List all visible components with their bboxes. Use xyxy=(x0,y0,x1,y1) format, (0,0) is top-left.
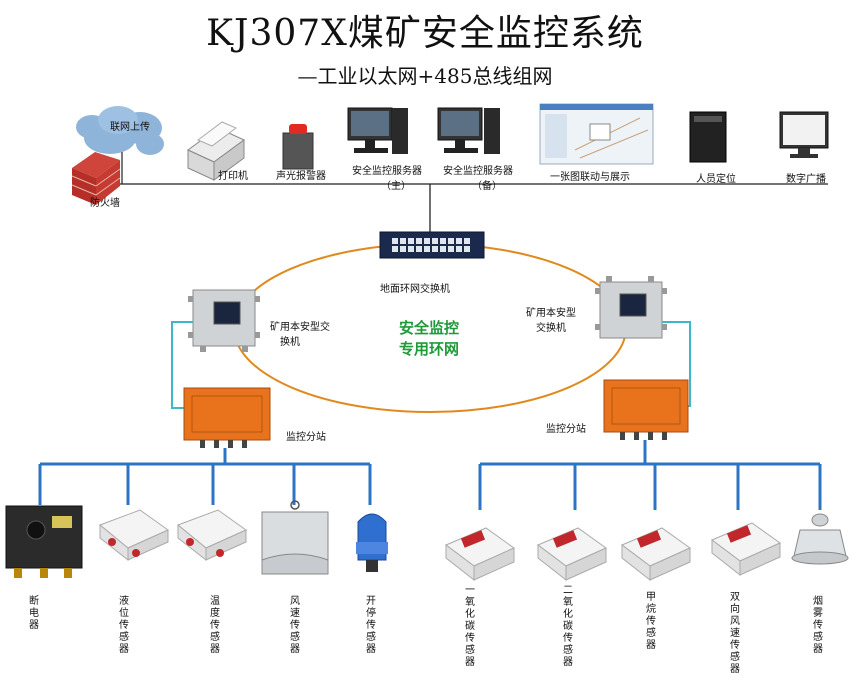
printer-label: 打印机 xyxy=(218,171,248,182)
sensor-label-co2: 二氧化碳传感器 xyxy=(563,585,573,668)
sensor-label-bidirectional-wind: 双向风速传感器 xyxy=(730,592,740,675)
breaker-icon xyxy=(5,505,83,578)
surface-switch-icon xyxy=(379,231,485,259)
cloud-icon xyxy=(76,106,164,155)
right-switch-label-line1: 矿用本安型 xyxy=(526,308,576,319)
right-ring-switch-icon xyxy=(595,276,667,339)
right-station-icon xyxy=(603,379,689,440)
sensor-label-level: 液位传感器 xyxy=(119,596,129,655)
smoke-sensor-icon xyxy=(791,513,849,565)
sensor-label-on-off: 开停传感器 xyxy=(366,596,376,655)
alarm-icon xyxy=(282,124,314,170)
display-label: 一张图联动与展示 xyxy=(550,172,630,183)
page-subtitle: —工业以太网+485总线组网 xyxy=(297,64,553,88)
alarm-label: 声光报警器 xyxy=(276,171,326,182)
bidirectional-wind-sensor-icon xyxy=(711,522,781,577)
firewall-icon xyxy=(71,152,121,205)
ring-network-label: 安全监控 专用环网 xyxy=(384,318,474,360)
page-title: KJ307X煤矿安全监控系统 xyxy=(206,13,644,54)
left-station-label: 监控分站 xyxy=(286,432,326,443)
broadcast-monitor-icon xyxy=(779,111,829,158)
left-switch-label-line2: 换机 xyxy=(280,337,300,348)
right-switch-label: 矿用本安型 交换机 xyxy=(526,304,576,334)
server-main-icon xyxy=(347,107,408,154)
co2-sensor-icon xyxy=(537,527,607,582)
server-main-label-line1: 安全监控服务器 xyxy=(352,166,422,177)
server-backup-label-line2: （备） xyxy=(472,181,502,192)
server-main-label-line2: （主） xyxy=(381,181,411,192)
wind-speed-sensor-icon xyxy=(261,500,329,575)
server-backup-icon xyxy=(437,107,500,154)
left-switch-label: 矿用本安型交 换机 xyxy=(270,318,330,348)
level-sensor-icon xyxy=(99,509,169,562)
methane-sensor-icon xyxy=(621,527,691,582)
co-sensor-icon xyxy=(445,527,515,582)
personnel-label: 人员定位 xyxy=(696,174,736,185)
server-main-label: 安全监控服务器 （主） xyxy=(352,162,422,192)
printer-icon xyxy=(187,121,245,181)
surface-switch-label: 地面环网交换机 xyxy=(380,284,450,295)
cloud-label: 联网上传 xyxy=(110,122,150,133)
personnel-server-icon xyxy=(689,111,727,163)
ring-network-label-line1: 安全监控 xyxy=(398,319,459,337)
sensor-label-temperature: 温度传感器 xyxy=(210,596,220,655)
server-backup-label-line1: 安全监控服务器 xyxy=(443,166,513,177)
left-station-icon xyxy=(183,387,271,448)
sensor-label-breaker: 断电器 xyxy=(29,596,39,631)
sensor-label-smoke: 烟雾传感器 xyxy=(813,596,823,655)
sensor-label-wind-speed: 风速传感器 xyxy=(290,596,300,655)
sensor-label-methane: 甲烷传感器 xyxy=(646,592,656,651)
on-off-sensor-icon xyxy=(356,513,388,572)
temperature-sensor-icon xyxy=(177,509,247,562)
right-switch-label-line2: 交换机 xyxy=(536,323,566,334)
right-station-label: 监控分站 xyxy=(546,424,586,435)
firewall-label: 防火墙 xyxy=(90,198,120,209)
ring-network-label-line2: 专用环网 xyxy=(398,340,459,358)
sensor-label-co: 一氧化碳传感器 xyxy=(465,585,475,668)
server-backup-label: 安全监控服务器 （备） xyxy=(443,162,513,192)
broadcast-label: 数字广播 xyxy=(786,174,826,185)
right-bus xyxy=(478,440,822,510)
left-switch-label-line1: 矿用本安型交 xyxy=(270,322,330,333)
left-ring-switch-icon xyxy=(188,289,260,352)
display-icon xyxy=(539,103,654,165)
left-bus xyxy=(38,448,372,505)
